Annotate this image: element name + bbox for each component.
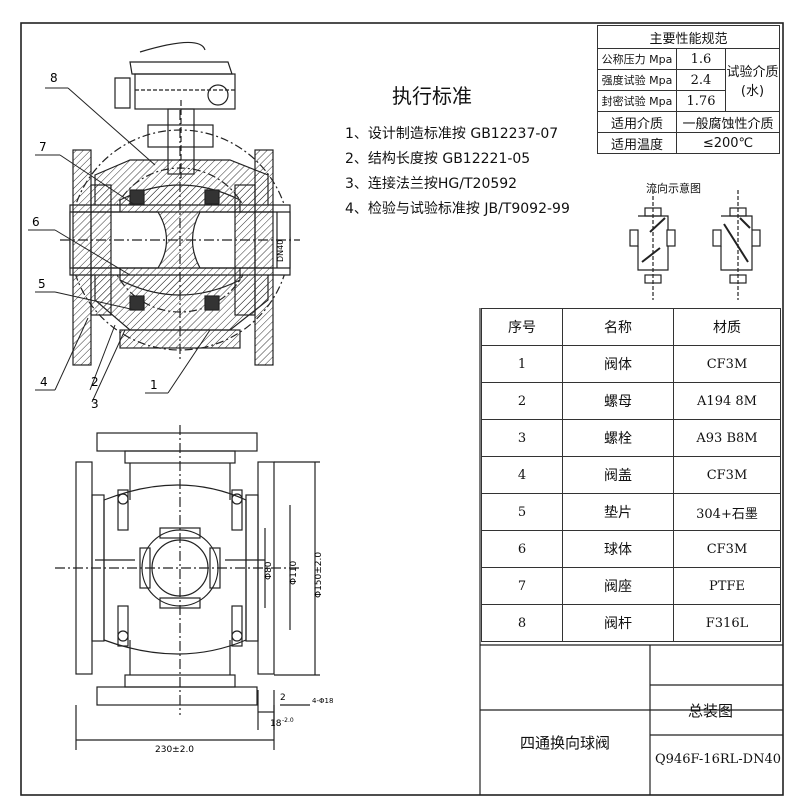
parts-header-name: 名称 — [562, 308, 674, 346]
part-name: 螺栓 — [562, 419, 674, 457]
part-name: 球体 — [562, 530, 674, 568]
part-material: PTFE — [673, 567, 781, 605]
part-name: 阀座 — [562, 567, 674, 605]
dim-d110: Φ110 — [289, 560, 299, 585]
dim-d80: Φ80 — [264, 561, 274, 580]
callout-3: 3 — [91, 397, 99, 411]
callout-leaders — [28, 87, 211, 403]
flow-diagram-title: 流向示意图 — [646, 182, 701, 195]
part-no: 6 — [481, 530, 563, 568]
part-material: A93 B8M — [673, 419, 781, 457]
plan-dimensions: Φ80 Φ110 Φ150±2.0 230±2.0 2 4-Φ18 18 -2.… — [155, 552, 333, 755]
standard-item: 1、设计制造标准按 GB12237-07 — [345, 126, 559, 142]
part-material: CF3M — [673, 345, 781, 383]
spec-test-medium-value: (水) — [740, 84, 765, 99]
spec-medium-value: 一般腐蚀性介质 — [676, 111, 780, 133]
dim-flange-thk: 18 — [270, 719, 282, 729]
part-no: 3 — [481, 419, 563, 457]
part-no: 8 — [481, 604, 563, 642]
part-material: A194 8M — [673, 382, 781, 420]
standard-item: 3、连接法兰按HG/T20592 — [345, 176, 518, 192]
dim-d150: Φ150±2.0 — [314, 552, 324, 598]
standard-item: 2、结构长度按 GB12221-05 — [345, 151, 531, 167]
part-name: 螺母 — [562, 382, 674, 420]
part-name: 垫片 — [562, 493, 674, 531]
dim-flange-tol: -2.0 — [282, 717, 294, 724]
part-material: CF3M — [673, 456, 781, 494]
parts-header-material: 材质 — [673, 308, 781, 346]
standards-title: 执行标准 — [392, 84, 472, 108]
section-view — [60, 41, 300, 366]
dn-label: DN40 — [276, 240, 285, 262]
flow-diagram-left — [629, 190, 676, 300]
spec-seal-test-label: 封密试验 Mpa — [597, 90, 677, 112]
dim-raised-face: 2 — [280, 693, 286, 703]
part-name: 阀盖 — [562, 456, 674, 494]
drawing-type: 总装图 — [688, 702, 734, 720]
callout-2: 2 — [91, 375, 99, 389]
callout-6: 6 — [32, 215, 40, 229]
spec-table: 主要性能规范 公称压力 Mpa 1.6 试验介质 (水) 强度试验 Mpa 2.… — [597, 25, 780, 154]
title-block-grid — [480, 644, 783, 795]
part-no: 7 — [481, 567, 563, 605]
model-code: Q946F-16RL-DN40 — [655, 752, 781, 767]
plan-view — [55, 425, 320, 750]
callout-8: 8 — [50, 71, 58, 85]
spec-nominal-pressure-label: 公称压力 Mpa — [597, 48, 677, 70]
spec-strength-test-value: 2.4 — [676, 69, 726, 91]
callout-4: 4 — [40, 375, 48, 389]
spec-header: 主要性能规范 — [597, 25, 780, 49]
spec-strength-test-label: 强度试验 Mpa — [597, 69, 677, 91]
spec-nominal-pressure-value: 1.6 — [676, 48, 726, 70]
dim-length: 230±2.0 — [155, 745, 194, 755]
spec-temperature-label: 适用温度 — [597, 132, 677, 154]
part-material: F316L — [673, 604, 781, 642]
part-no: 1 — [481, 345, 563, 383]
spec-test-medium-label: 试验介质 — [726, 65, 779, 80]
standards-list: 1、设计制造标准按 GB12237-07 2、结构长度按 GB12221-05 … — [345, 122, 570, 222]
callout-numbers: 8 7 6 5 4 2 3 1 — [32, 71, 158, 411]
spec-medium-label: 适用介质 — [597, 111, 677, 133]
part-material: CF3M — [673, 530, 781, 568]
product-name: 四通换向球阀 — [520, 734, 611, 752]
standard-item: 4、检验与试验标准按 JB/T9092-99 — [345, 201, 570, 217]
spec-seal-test-value: 1.76 — [676, 90, 726, 112]
callout-1: 1 — [150, 378, 158, 392]
callout-7: 7 — [39, 140, 47, 154]
part-no: 5 — [481, 493, 563, 531]
part-material: 304+石墨 — [673, 493, 781, 531]
spec-test-medium: 试验介质 (水) — [725, 48, 780, 112]
dim-bolt-holes: 4-Φ18 — [312, 697, 333, 705]
drawing-frame — [20, 22, 784, 796]
callout-5: 5 — [38, 277, 46, 291]
part-no: 4 — [481, 456, 563, 494]
spec-temperature-value: ≤200℃ — [676, 132, 780, 154]
part-name: 阀体 — [562, 345, 674, 383]
part-no: 2 — [481, 382, 563, 420]
parts-header-no: 序号 — [481, 308, 563, 346]
flow-diagram-right — [712, 190, 761, 300]
part-name: 阀杆 — [562, 604, 674, 642]
